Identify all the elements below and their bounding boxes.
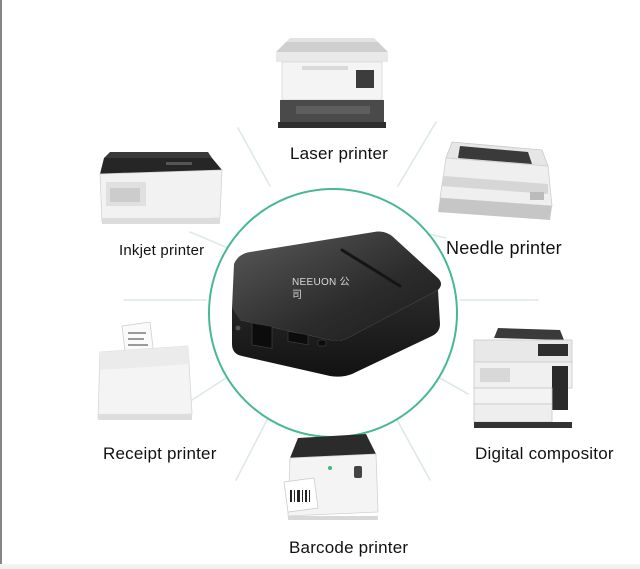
barcode-printer-image: [283, 434, 379, 520]
left-border: [0, 0, 2, 569]
ray-barcode-b: [395, 417, 431, 481]
laser-printer-image: [276, 38, 388, 128]
label-laser-printer: Laser printer: [290, 144, 389, 163]
label-digital-compositor: Digital compositor: [475, 444, 614, 463]
receipt-printer-image: [97, 322, 193, 420]
ray-laser-a: [237, 127, 271, 187]
ray-laser-b: [397, 121, 437, 187]
ray-barcode-a: [235, 417, 269, 481]
ray-inkjet: [189, 231, 229, 249]
needle-printer-image: [438, 141, 553, 220]
label-needle-printer: Needle printer: [446, 238, 562, 258]
label-receipt-printer: Receipt printer: [103, 444, 217, 463]
bottom-border: [0, 564, 640, 569]
label-inkjet-printer: Inkjet printer: [119, 242, 205, 259]
inkjet-printer-image: [99, 152, 223, 224]
print-server-device-image: [232, 231, 441, 377]
ray-receipt: [191, 377, 227, 401]
ray-digital: [439, 377, 469, 395]
device-brand-text: NEEUON 公司: [292, 277, 350, 301]
label-barcode-printer: Barcode printer: [289, 538, 409, 557]
digital-compositor-image: [473, 328, 573, 428]
